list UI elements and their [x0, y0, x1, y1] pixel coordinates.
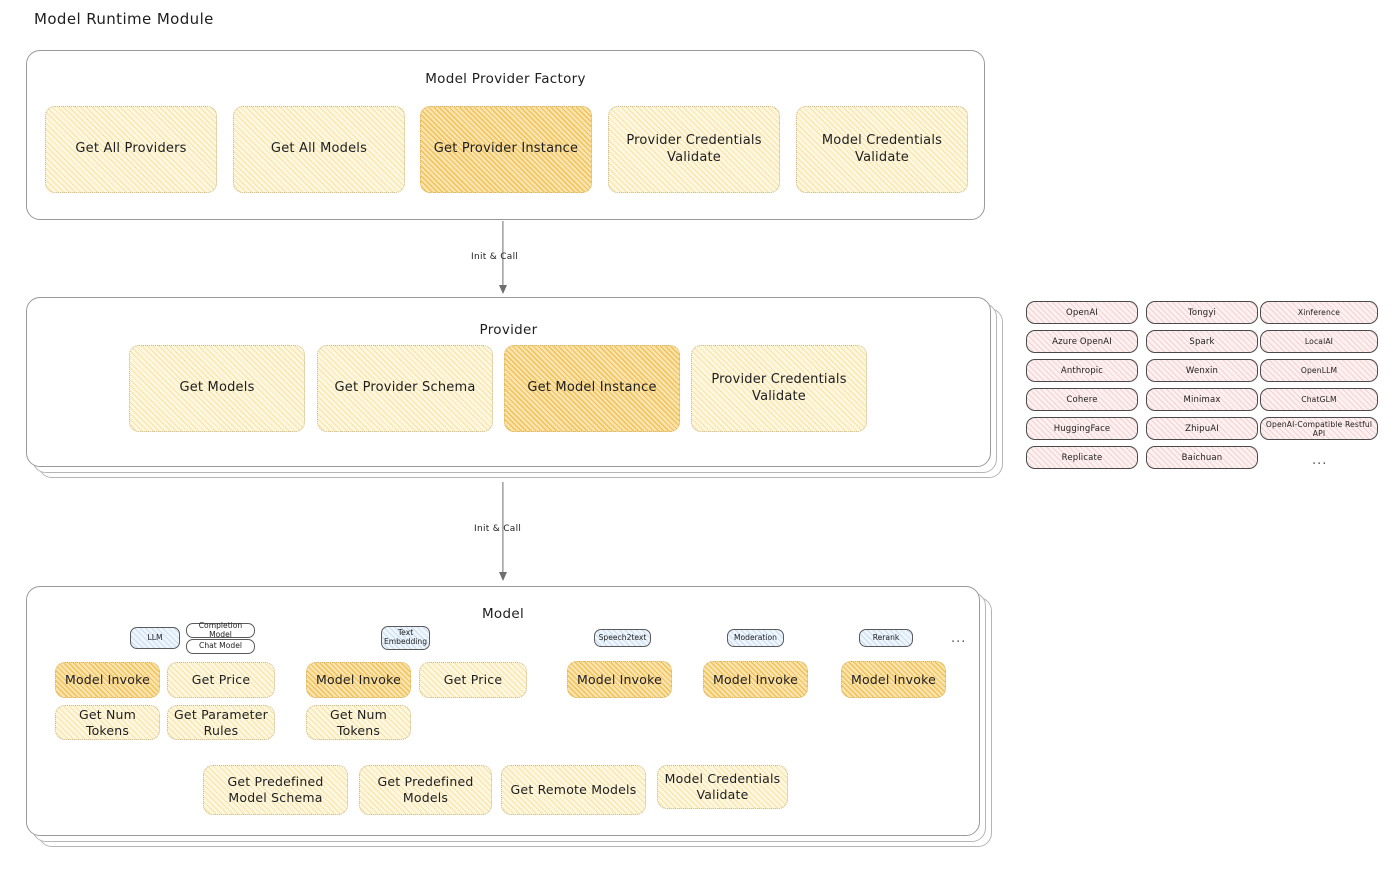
connector-line	[502, 221, 504, 293]
connector-label-init-call-1: Init & Call	[471, 252, 519, 262]
node-moderation-model-invoke[interactable]: Model Invoke	[703, 661, 808, 698]
node-get-all-models[interactable]: Get All Models	[233, 106, 405, 193]
provider-chip-openllm[interactable]: OpenLLM	[1260, 359, 1378, 382]
node-get-remote-models[interactable]: Get Remote Models	[501, 765, 646, 815]
node-llm-get-price[interactable]: Get Price	[167, 662, 275, 698]
badge-llm[interactable]: LLM	[130, 627, 180, 649]
node-llm-model-invoke[interactable]: Model Invoke	[55, 662, 160, 698]
provider-chip-huggingface[interactable]: HuggingFace	[1026, 417, 1138, 440]
node-llm-get-num-tokens[interactable]: Get Num Tokens	[55, 705, 160, 740]
connector-line	[502, 482, 504, 580]
provider-chip-zhipuai[interactable]: ZhipuAI	[1146, 417, 1258, 440]
model-types-more: ...	[951, 631, 967, 646]
badge-rerank[interactable]: Rerank	[859, 629, 913, 647]
connector-factory-to-provider	[490, 221, 516, 294]
node-provider-credentials-validate-factory[interactable]: Provider Credentials Validate	[608, 106, 780, 193]
provider-chip-spark[interactable]: Spark	[1146, 330, 1258, 353]
node-text-embedding-model-invoke[interactable]: Model Invoke	[306, 662, 411, 698]
badge-text-embedding[interactable]: Text Embedding	[381, 626, 430, 650]
badge-llm-chat-model[interactable]: Chat Model	[186, 639, 255, 654]
node-text-embedding-get-price[interactable]: Get Price	[419, 662, 527, 698]
provider-chip-azure-openai[interactable]: Azure OpenAI	[1026, 330, 1138, 353]
node-provider-credentials-validate[interactable]: Provider Credentials Validate	[691, 345, 867, 432]
panel-title-provider: Provider	[479, 322, 538, 338]
node-llm-get-parameter-rules[interactable]: Get Parameter Rules	[167, 705, 275, 740]
node-get-provider-schema[interactable]: Get Provider Schema	[317, 345, 493, 432]
node-get-provider-instance[interactable]: Get Provider Instance	[420, 106, 592, 193]
panel-title-model: Model	[481, 606, 525, 622]
connector-label-init-call-2: Init & Call	[474, 524, 522, 534]
provider-chip-cohere[interactable]: Cohere	[1026, 388, 1138, 411]
provider-chip-openai-compatible-restful-api[interactable]: OpenAI-Compatible Restful API	[1260, 417, 1378, 440]
node-get-model-instance[interactable]: Get Model Instance	[504, 345, 680, 432]
node-model-credentials-validate-factory[interactable]: Model Credentials Validate	[796, 106, 968, 193]
arrow-head-icon	[499, 572, 507, 581]
node-model-credentials-validate[interactable]: Model Credentials Validate	[657, 765, 788, 809]
provider-chip-baichuan[interactable]: Baichuan	[1146, 446, 1258, 469]
arrow-head-icon	[499, 285, 507, 294]
provider-chip-anthropic[interactable]: Anthropic	[1026, 359, 1138, 382]
node-get-all-providers[interactable]: Get All Providers	[45, 106, 217, 193]
node-text-embedding-get-num-tokens[interactable]: Get Num Tokens	[306, 705, 411, 740]
provider-chip-minimax[interactable]: Minimax	[1146, 388, 1258, 411]
node-rerank-model-invoke[interactable]: Model Invoke	[841, 661, 946, 698]
provider-chip-tongyi[interactable]: Tongyi	[1146, 301, 1258, 324]
connector-provider-to-model	[490, 482, 516, 581]
badge-llm-completion-model[interactable]: Completion Model	[186, 621, 255, 638]
provider-chip-wenxin[interactable]: Wenxin	[1146, 359, 1258, 382]
node-speech2text-model-invoke[interactable]: Model Invoke	[567, 661, 672, 698]
node-get-predefined-models[interactable]: Get Predefined Models	[359, 765, 492, 815]
page-title: Model Runtime Module	[34, 10, 214, 28]
provider-chip-xinference[interactable]: Xinference	[1260, 301, 1378, 324]
provider-list-more: ...	[1312, 453, 1328, 468]
node-get-models[interactable]: Get Models	[129, 345, 305, 432]
node-get-predefined-model-schema[interactable]: Get Predefined Model Schema	[203, 765, 348, 815]
provider-chip-replicate[interactable]: Replicate	[1026, 446, 1138, 469]
badge-moderation[interactable]: Moderation	[727, 629, 784, 647]
badge-speech2text[interactable]: Speech2text	[594, 629, 651, 647]
panel-title-factory: Model Provider Factory	[425, 71, 586, 87]
provider-chip-chatglm[interactable]: ChatGLM	[1260, 388, 1378, 411]
provider-chip-openai[interactable]: OpenAI	[1026, 301, 1138, 324]
provider-chip-localai[interactable]: LocalAI	[1260, 330, 1378, 353]
